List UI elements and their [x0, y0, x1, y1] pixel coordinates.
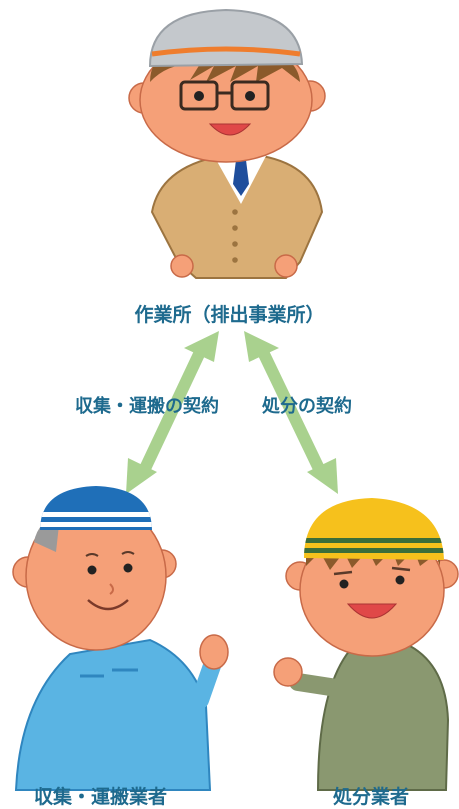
- arrow-right-icon: [244, 331, 338, 494]
- label-disposal-contractor: 処分業者: [333, 786, 410, 808]
- label-collection-contract: 収集・運搬の契約: [75, 396, 219, 417]
- label-discharge-site: 作業所（排出事業所）: [134, 304, 325, 326]
- disposal-worker-icon: [273, 498, 459, 791]
- label-collection-contractor: 収集・運搬業者: [34, 786, 168, 808]
- label-disposal-contract: 処分の契約: [262, 396, 352, 417]
- office-worker-icon: [128, 8, 326, 279]
- arrow-left-icon: [126, 331, 219, 494]
- collector-worker-icon: [12, 486, 229, 791]
